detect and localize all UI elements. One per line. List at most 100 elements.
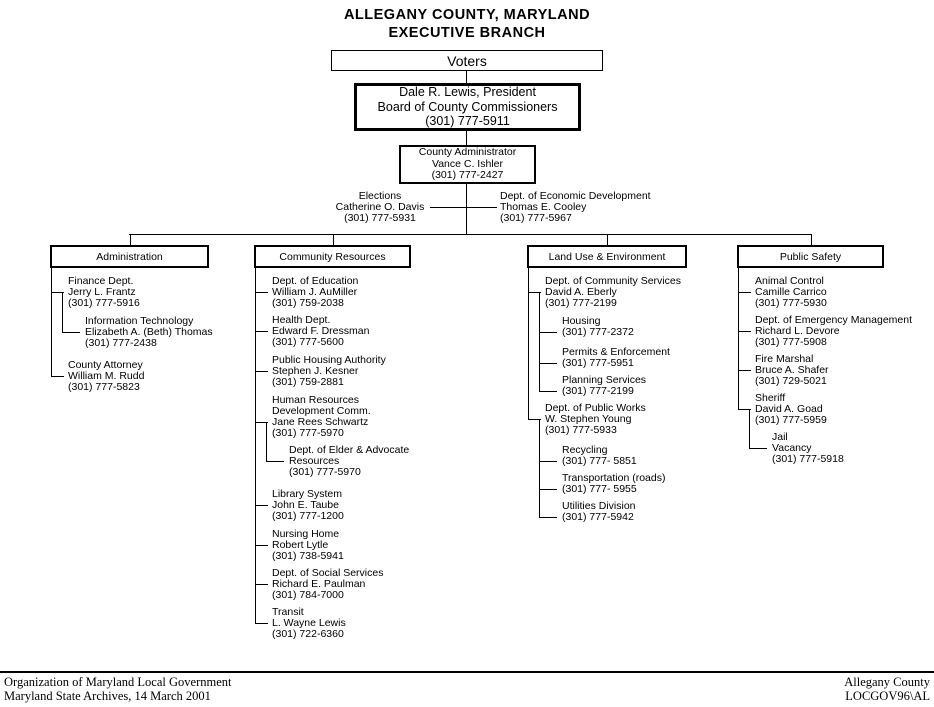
sub-tick-line — [749, 448, 767, 449]
entry-line: Edward F. Dressman — [272, 325, 370, 337]
branch-label: Land Use & Environment — [548, 250, 666, 263]
branch-drop-line — [607, 234, 608, 245]
entry-line: Dept. of Community Services — [545, 275, 681, 287]
sub-tick-line — [539, 517, 557, 518]
entry-line: (301) 777-5951 — [562, 357, 634, 369]
entry-line: Richard L. Devore — [755, 325, 840, 337]
entry-line: Nursing Home — [272, 528, 340, 540]
branch-label: Public Safety — [779, 250, 842, 263]
entry-line: Housing — [562, 315, 601, 327]
entry-line: (301) 738-5941 — [272, 550, 344, 562]
entry-line: Sheriff — [755, 392, 786, 404]
tick-line — [255, 331, 268, 332]
entry-line: Transit — [272, 606, 304, 618]
elections-line: (301) 777-5931 — [344, 212, 416, 224]
sub-tick-line — [539, 363, 557, 364]
entry-line: Resources — [289, 455, 340, 467]
entry-line: Elizabeth A. (Beth) Thomas — [85, 326, 213, 338]
entry-line: Public Housing Authority — [272, 354, 386, 366]
tick-line — [738, 370, 751, 371]
entry-line: Planning Services — [562, 374, 647, 386]
title-line2: EXECUTIVE BRANCH — [388, 25, 546, 41]
entry-line: Robert Lytle — [272, 539, 329, 551]
administrator-line: County Administrator — [418, 146, 517, 159]
tick-line — [51, 376, 64, 377]
entry-line: Recycling — [562, 444, 608, 456]
branch-drop-line — [333, 234, 334, 245]
entry-line: (301) 777-5970 — [289, 466, 361, 478]
entry-line: Permits & Enforcement — [562, 346, 670, 358]
commissioners-line: (301) 777-5911 — [425, 114, 510, 129]
org-sub-entry: Permits & Enforcement(301) 777-5951 — [562, 347, 670, 369]
entry-line: (301) 777-2199 — [562, 385, 634, 397]
org-sub-entry: Transportation (roads)(301) 777- 5955 — [562, 473, 666, 495]
tick-line — [738, 331, 751, 332]
tick-line — [255, 545, 268, 546]
org-sub-entry: Housing(301) 777-2372 — [562, 316, 634, 338]
econ-dev-line: Dept. of Economic Development — [500, 190, 651, 202]
entry-line: L. Wayne Lewis — [272, 617, 346, 629]
administrator-line: Vance C. Ishler — [431, 157, 503, 170]
footer-left: Organization of Maryland Local Governmen… — [4, 675, 232, 703]
org-entry: Health Dept.Edward F. Dressman(301) 777-… — [272, 315, 369, 348]
connector-line — [430, 207, 497, 208]
entry-line: John E. Taube — [272, 499, 339, 511]
tick-line — [255, 292, 268, 293]
entry-line: (301) 777-5823 — [68, 381, 140, 393]
entry-line: (301) 777-5916 — [68, 297, 140, 309]
entry-line: Health Dept. — [272, 314, 331, 326]
entry-line: Dept. of Education — [272, 275, 359, 287]
footer-rule — [0, 671, 934, 673]
entry-line: (301) 777-5970 — [272, 427, 344, 439]
entry-line: (301) 759-2038 — [272, 297, 344, 309]
entry-line: Finance Dept. — [68, 275, 134, 287]
voters-label: Voters — [447, 52, 487, 69]
entry-line: (301) 759-2881 — [272, 376, 344, 388]
entry-line: Animal Control — [755, 275, 824, 287]
entry-line: William M. Rudd — [68, 370, 145, 382]
sub-spine-line — [62, 292, 63, 332]
voters-box: Voters — [331, 50, 603, 71]
administrator-box: County Administrator Vance C. Ishler (30… — [399, 145, 536, 184]
page-title: ALLEGANY COUNTY, MARYLAND EXECUTIVE BRAN… — [0, 6, 934, 42]
tick-line — [255, 371, 268, 372]
economic-development-note: Dept. of Economic Development Thomas E. … — [500, 191, 651, 224]
connector-line — [466, 184, 467, 235]
entry-line: Dept. of Emergency Management — [755, 314, 912, 326]
sub-tick-line — [539, 489, 557, 490]
footer-right-line1: Allegany County — [844, 675, 930, 689]
entry-line: Human Resources — [272, 394, 359, 406]
connector-line — [466, 71, 467, 83]
commissioners-line: Board of County Commissioners — [377, 99, 558, 114]
entry-line: David A. Eberly — [545, 286, 617, 298]
tick-line — [255, 584, 268, 585]
entry-line: (301) 777- 5955 — [562, 483, 637, 495]
branch-drop-line — [130, 234, 131, 245]
connector-rail — [129, 234, 811, 235]
sub-tick-line — [266, 461, 284, 462]
econ-dev-line: Thomas E. Cooley — [500, 201, 587, 213]
title-line1: ALLEGANY COUNTY, MARYLAND — [343, 7, 591, 23]
connector-line — [466, 131, 467, 145]
branch-box-administration: Administration — [50, 245, 209, 268]
footer-left-line1: Organization of Maryland Local Governmen… — [4, 675, 232, 689]
sub-tick-line — [539, 332, 557, 333]
footer-left-line2: Maryland State Archives, 14 March 2001 — [4, 688, 211, 703]
branch-spine-line — [51, 268, 52, 376]
entry-line: (301) 777- 5851 — [562, 455, 637, 467]
tick-line — [738, 292, 751, 293]
elections-note: Elections Catherine O. Davis (301) 777-5… — [330, 191, 430, 224]
entry-line: Dept. of Public Works — [545, 402, 646, 414]
